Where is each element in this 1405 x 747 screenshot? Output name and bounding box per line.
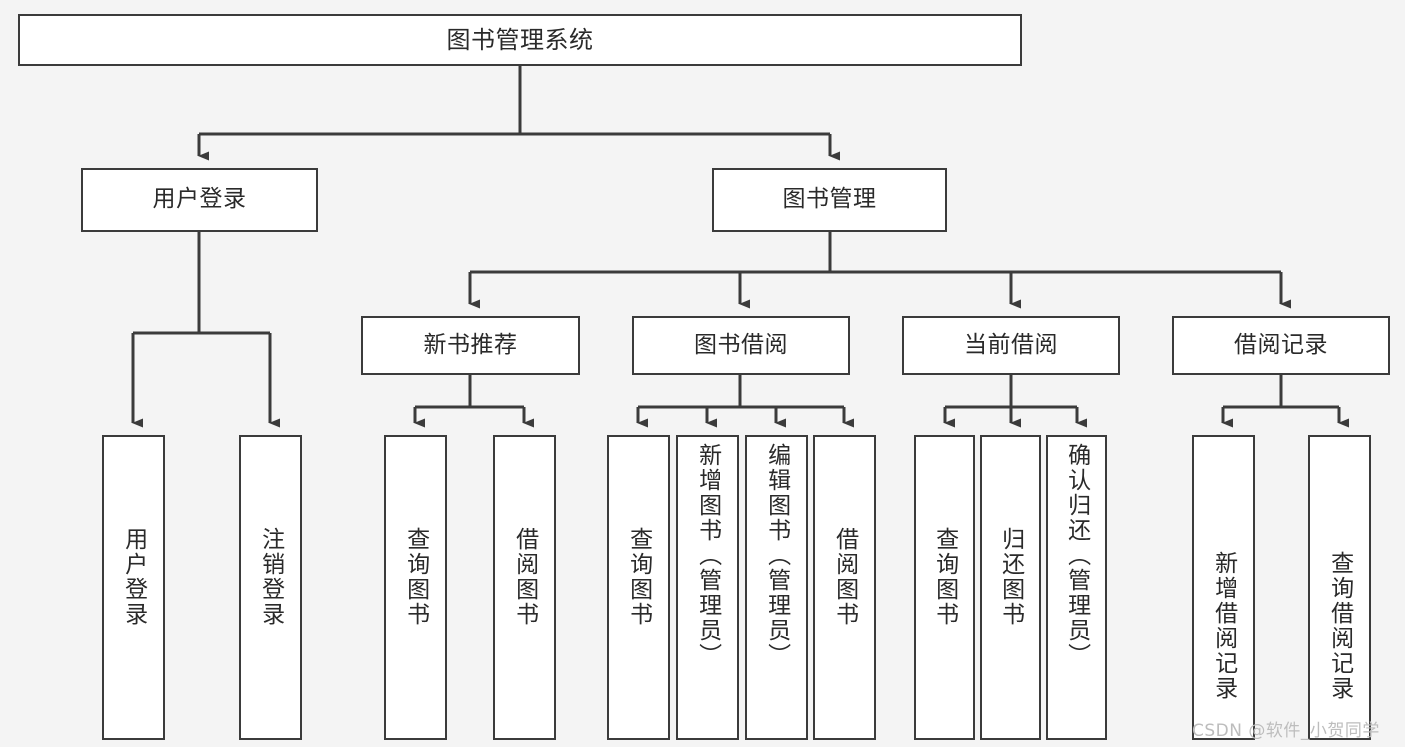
leaf-edit-book-admin[interactable]: 编辑图书（管理员） bbox=[745, 435, 808, 740]
node-label: 新增借阅记录 bbox=[1210, 551, 1237, 701]
leaf-borrow-book-recommend[interactable]: 借阅图书 bbox=[493, 435, 556, 740]
node-book-management[interactable]: 图书管理 bbox=[712, 168, 947, 232]
leaf-query-book-current[interactable]: 查询图书 bbox=[914, 435, 975, 740]
node-label: 当前借阅 bbox=[964, 331, 1058, 358]
leaf-add-book-admin[interactable]: 新增图书（管理员） bbox=[676, 435, 739, 740]
leaf-user-login[interactable]: 用户登录 bbox=[102, 435, 165, 740]
node-label: 确认归还（管理员） bbox=[1063, 443, 1090, 668]
node-user-login[interactable]: 用户登录 bbox=[81, 168, 318, 232]
csdn-watermark: CSDN @软件_小贺同学 bbox=[1192, 721, 1380, 741]
node-book-borrow[interactable]: 图书借阅 bbox=[632, 316, 850, 375]
node-label: 借阅图书 bbox=[511, 527, 538, 627]
node-label: 图书借阅 bbox=[694, 331, 788, 358]
leaf-logout-login[interactable]: 注销登录 bbox=[239, 435, 302, 740]
node-label: 借阅记录 bbox=[1234, 331, 1328, 358]
node-label: 新书推荐 bbox=[423, 331, 518, 358]
node-label: 图书管理系统 bbox=[446, 25, 594, 54]
node-label: 查询图书 bbox=[625, 527, 652, 627]
leaf-query-borrow-record[interactable]: 查询借阅记录 bbox=[1308, 435, 1371, 740]
leaf-add-borrow-record[interactable]: 新增借阅记录 bbox=[1192, 435, 1255, 740]
leaf-return-book[interactable]: 归还图书 bbox=[980, 435, 1041, 740]
node-label: 归还图书 bbox=[997, 527, 1024, 627]
node-label: 查询图书 bbox=[931, 527, 958, 627]
leaf-borrow-book[interactable]: 借阅图书 bbox=[813, 435, 876, 740]
leaf-query-book-recommend[interactable]: 查询图书 bbox=[384, 435, 447, 740]
leaf-query-book-borrow[interactable]: 查询图书 bbox=[607, 435, 670, 740]
node-label: 图书管理 bbox=[782, 186, 877, 213]
node-label: 借阅图书 bbox=[831, 527, 858, 627]
node-label: 编辑图书（管理员） bbox=[763, 443, 790, 668]
node-borrow-record[interactable]: 借阅记录 bbox=[1172, 316, 1390, 375]
node-current-borrow[interactable]: 当前借阅 bbox=[902, 316, 1120, 375]
node-new-book-recommend[interactable]: 新书推荐 bbox=[361, 316, 580, 375]
node-label: 注销登录 bbox=[257, 527, 284, 627]
node-label: 用户登录 bbox=[152, 186, 247, 213]
node-label: 查询图书 bbox=[402, 527, 429, 627]
node-label: 用户登录 bbox=[120, 527, 147, 627]
node-root-system[interactable]: 图书管理系统 bbox=[18, 14, 1022, 66]
node-label: 新增图书（管理员） bbox=[694, 443, 721, 668]
node-label: 查询借阅记录 bbox=[1326, 551, 1353, 701]
leaf-confirm-return-admin[interactable]: 确认归还（管理员） bbox=[1046, 435, 1107, 740]
